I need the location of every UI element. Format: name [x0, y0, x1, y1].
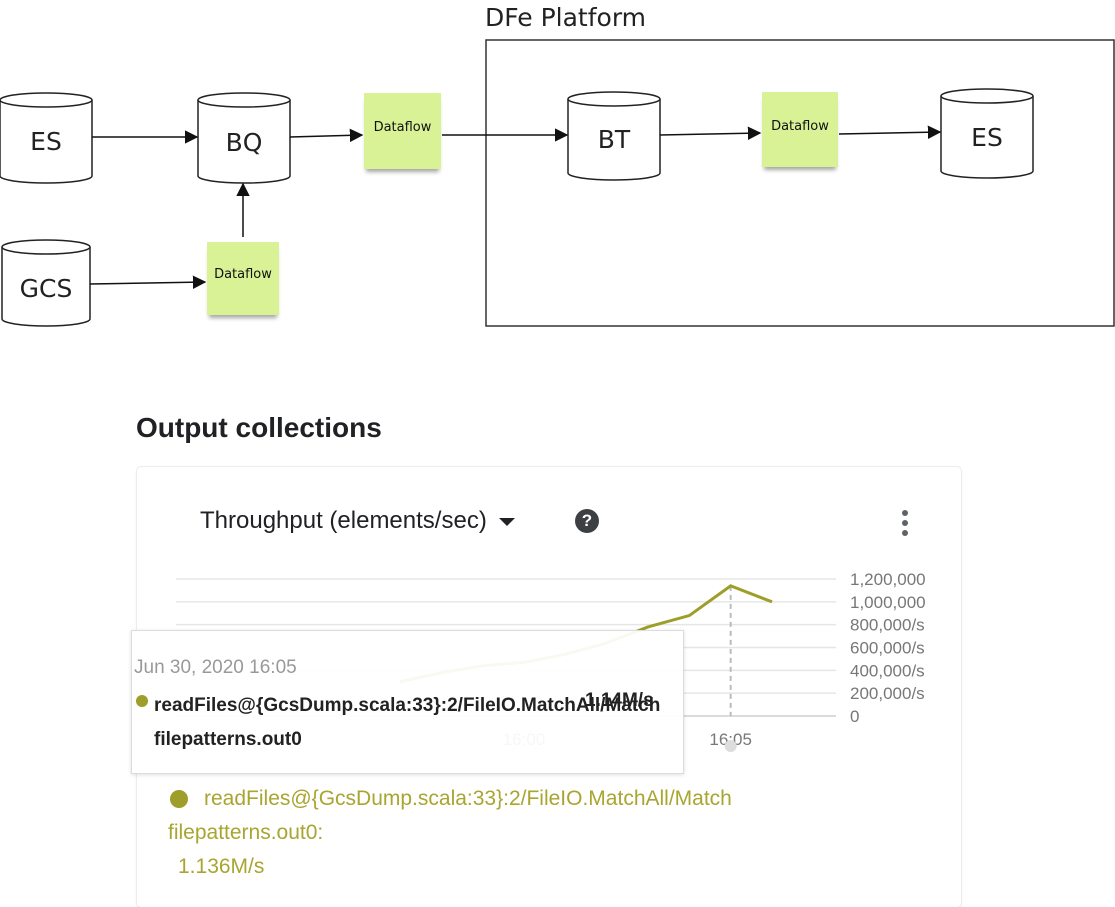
arrow-gcs-to-dataflow: [89, 275, 207, 289]
sticky-dataflow-bt: Dataflow: [762, 92, 838, 167]
cylinder-es-left: [0, 92, 93, 184]
architecture-diagram: [0, 39, 1115, 327]
y-tick-label: 0: [850, 707, 859, 726]
arrow-dataflow-to-es: [838, 125, 942, 139]
x-tick-label: 16:05: [709, 730, 752, 749]
legend-series-name: readFiles@{GcsDump.scala:33}:2/FileIO.Ma…: [204, 787, 732, 810]
tooltip-series-name: readFiles@{GcsDump.scala:33}:2/FileIO.Ma…: [154, 695, 661, 750]
cylinder-gcs: [1, 239, 91, 327]
y-tick-label: 600,000/s: [850, 639, 925, 658]
y-tick-label: 200,000/s: [850, 684, 925, 703]
platform-box: [485, 39, 1115, 327]
metric-dropdown[interactable]: Throughput (elements/sec): [200, 507, 515, 535]
sticky-dataflow-gcs: Dataflow: [207, 242, 279, 315]
tooltip-value: 1.14M/s: [585, 690, 654, 711]
y-tick-label: 800,000/s: [850, 616, 925, 635]
node-label-bt: BT: [597, 125, 631, 154]
caret-down-icon: [498, 518, 515, 526]
arrow-bt-to-dataflow: [659, 126, 762, 140]
cylinder-es-right: [940, 88, 1034, 179]
node-label-es-left: ES: [30, 127, 62, 156]
legend-series-dot: [170, 790, 188, 809]
more-vert-icon[interactable]: [896, 507, 914, 539]
sticky-dataflow-bq: Dataflow: [364, 93, 441, 169]
platform-title: DFe Platform: [485, 3, 647, 32]
node-label-gcs: GCS: [19, 274, 73, 303]
tooltip-date: Jun 30, 2020 16:05: [134, 657, 297, 678]
hover-point: [724, 740, 737, 752]
metric-dropdown-label: Throughput (elements/sec): [200, 507, 487, 534]
arrow-bq-to-dataflow: [289, 128, 364, 143]
tooltip-series-dot: [136, 695, 148, 707]
chart-tooltip: Jun 30, 2020 16:05 readFiles@{GcsDump.sc…: [131, 630, 684, 774]
legend-series-name-cont: filepatterns.out0:: [168, 821, 324, 844]
y-tick-label: 1,200,000: [850, 570, 926, 589]
y-tick-label: 1,000,000: [850, 593, 926, 612]
cylinder-bq: [197, 92, 291, 184]
cylinder-bt: [567, 91, 661, 181]
legend-series-value: 1.136M/s: [178, 855, 265, 878]
y-tick-label: 400,000/s: [850, 661, 925, 680]
help-icon[interactable]: ?: [575, 509, 599, 533]
node-label-es-right: ES: [971, 123, 1003, 152]
node-label-bq: BQ: [225, 128, 263, 157]
section-title: Output collections: [136, 412, 382, 443]
